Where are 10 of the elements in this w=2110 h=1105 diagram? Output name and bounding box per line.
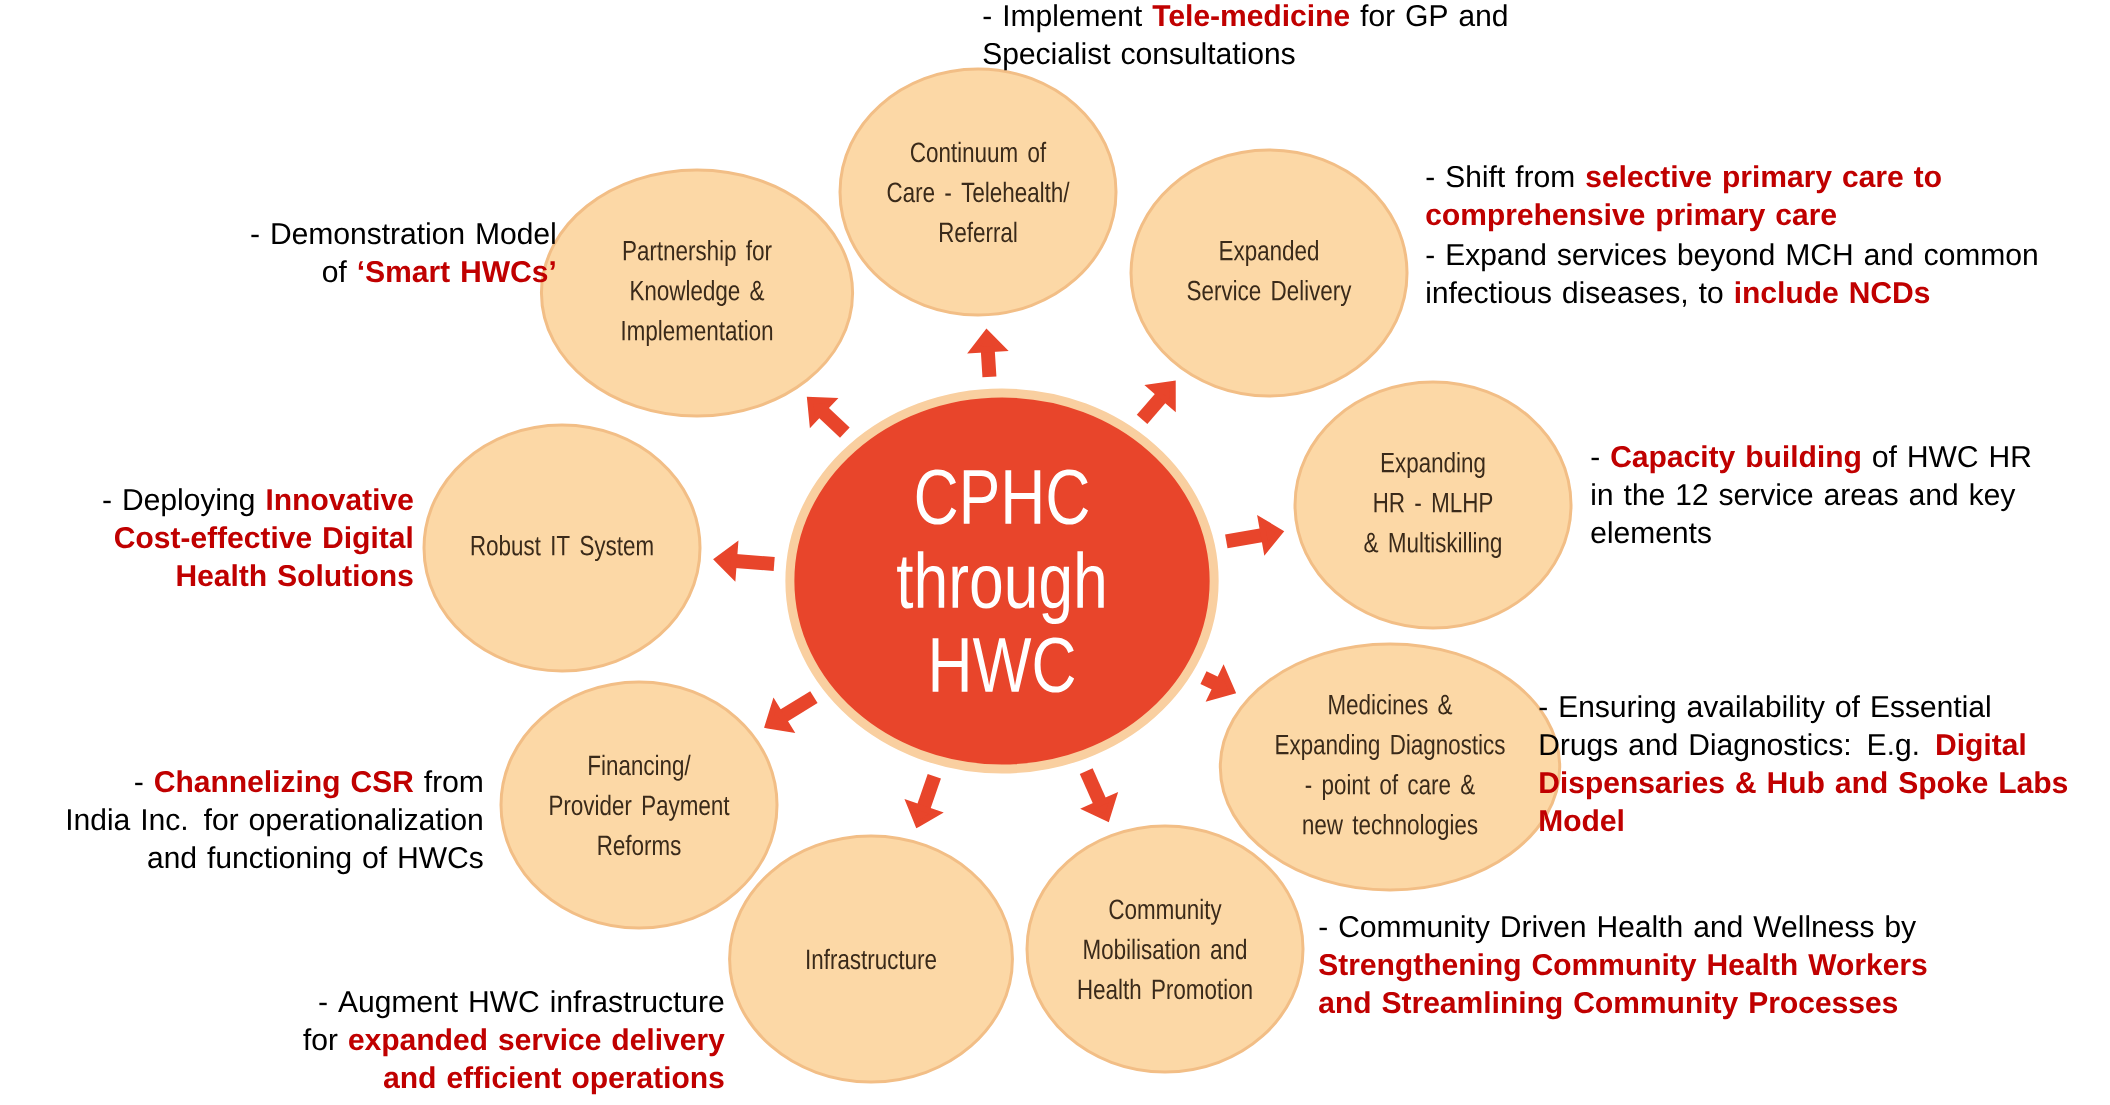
annotation-text: - Expand services beyond MCH and common infectious diseases, to include NCDs <box>1426 243 2037 307</box>
annotation-text: - Capacity building of HWC HR in the 12 service areas and key elements <box>1591 445 2031 544</box>
annotation-text: - Deploying Innovative Cost-effective Digital Health Solutions <box>103 488 413 587</box>
annotation-text: - Channelizing CSR from India Inc. for operationalization and functioning of HWCs <box>68 770 483 875</box>
annotation-text: - Augment HWC infrastructure for expanded service delivery and efficient operations <box>303 990 725 1095</box>
arrow <box>764 691 818 733</box>
annotation-text: - Ensuring availability of Essential Drugs and Diagnostics: E.g. Digital Dispensaries & Hub and Spoke Labs Model <box>1539 695 2068 832</box>
annotation-text: - Community Driven Health and Wellness by Strengthening Community Health Workers and Streamlining Community Processes <box>1319 915 1927 1020</box>
annotation-text: - Shift from selective primary care to comprehensive primary care <box>1426 165 1941 232</box>
annotation-text: - Demonstration Model of ‘Smart HWCs’ <box>251 222 555 283</box>
